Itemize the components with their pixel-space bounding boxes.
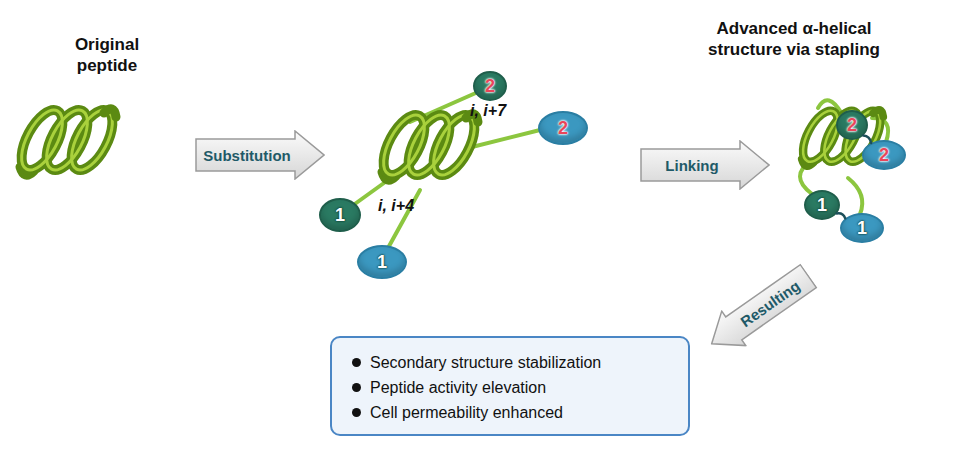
result-text: Secondary structure stabilization [370, 354, 601, 371]
arrow-label: Linking [640, 140, 770, 190]
arrow-label-text: Linking [665, 157, 718, 174]
arrow-label-text: Resulting [737, 277, 803, 330]
result-box: Secondary structure stabilizationPeptide… [330, 336, 690, 436]
process-arrow: Resulting [698, 258, 822, 363]
side-chain-lines [352, 92, 540, 248]
arrow-outline [700, 259, 821, 361]
residue-oval-green: 1 [319, 198, 361, 232]
substituted-helix [375, 109, 482, 181]
process-arrow: Substitution [195, 130, 325, 180]
residue-oval-green: 1 [804, 190, 840, 220]
residue-oval-blue: 1 [840, 213, 884, 243]
panel-heading: Advanced α-helical structure via staplin… [688, 18, 900, 61]
result-text: Peptide activity elevation [370, 379, 546, 396]
bullet-dot [352, 358, 361, 367]
residue-number: 1 [817, 196, 827, 214]
bullet-item: Cell permeability enhanced [342, 400, 678, 425]
residue-number: 2 [879, 146, 889, 164]
residue-oval-blue: 2 [862, 140, 906, 170]
residue-oval-blue: 1 [357, 245, 407, 279]
arrow-label: Substitution [195, 130, 325, 180]
residue-oval-blue: 2 [538, 111, 588, 145]
arrow-outline [641, 141, 769, 189]
residue-number: 1 [857, 219, 867, 237]
staple-link [837, 213, 845, 218]
residue-oval-green: 2 [473, 71, 507, 101]
original-helix [13, 104, 120, 176]
residue-number: 2 [847, 116, 857, 134]
arrow-label: Resulting [698, 258, 822, 363]
staple-link [863, 136, 871, 143]
result-text: Cell permeability enhanced [370, 404, 563, 421]
bullet-dot [352, 383, 361, 392]
bullet-dot [352, 408, 361, 417]
panel-heading: Original peptide [58, 34, 156, 77]
spacing-label: i, i+4 [378, 196, 448, 216]
bullet-item: Secondary structure stabilization [342, 350, 678, 375]
arrow-label-text: Substitution [203, 147, 290, 164]
residue-number: 2 [485, 77, 495, 95]
bullet-item: Peptide activity elevation [342, 375, 678, 400]
residue-number: 1 [377, 253, 387, 271]
residue-oval-green: 2 [836, 110, 868, 140]
residue-number: 2 [558, 119, 568, 137]
arrow-outline [196, 131, 324, 179]
residue-number: 1 [335, 206, 345, 224]
spacing-label: i, i+7 [470, 101, 540, 121]
process-arrow: Linking [640, 140, 770, 190]
